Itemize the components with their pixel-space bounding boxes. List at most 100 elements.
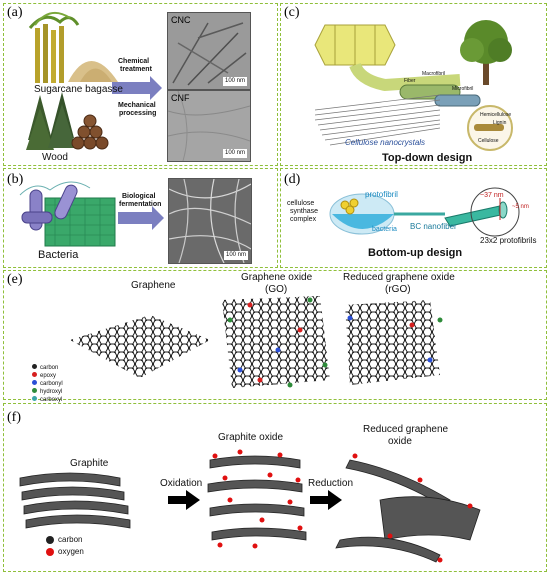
- legend-dot: [32, 372, 37, 377]
- legend-f-carbon: carbon: [58, 535, 83, 544]
- graphite-stack: [19, 472, 131, 529]
- bacteria-label: Bacteria: [38, 249, 79, 261]
- panel-c-label: (c): [284, 5, 300, 20]
- rgo-f-title-2: oxide: [388, 436, 412, 447]
- cellulose-label: Cellulose: [478, 138, 499, 144]
- biological-label: Biological: [122, 193, 156, 200]
- panel-f-label: (f): [7, 410, 21, 425]
- rgo-sheets: [335, 459, 481, 563]
- nanofiber-icon: [444, 201, 508, 227]
- rgo-f-title: Reduced graphene: [363, 424, 449, 435]
- legend-dot: [32, 380, 37, 385]
- honeycomb-icon: [314, 24, 396, 66]
- lignin-label: Lignin: [493, 120, 507, 126]
- panel-d: [280, 168, 547, 268]
- rgo-title-2: (rGO): [385, 284, 411, 295]
- synthase-complex-label-1: cellulose: [287, 200, 315, 207]
- go-title-2: (GO): [265, 284, 288, 295]
- size-label-2: ~5 nm: [512, 204, 529, 210]
- graphene-title: Graphene: [131, 280, 176, 291]
- cnc-micrograph: CNC 100 nm: [167, 12, 251, 90]
- graphene-sheet: [70, 315, 210, 378]
- cnf-micrograph: CNF 100 nm: [167, 90, 251, 162]
- cnc-scale: 100 nm: [222, 77, 247, 86]
- legend-text: carbon: [40, 365, 59, 371]
- rgo-title: Reduced graphene oxide: [343, 272, 455, 283]
- bc-micrograph: BC 100 nm: [168, 178, 252, 264]
- oxidation-arrow: [168, 490, 200, 510]
- panel-b: [3, 168, 278, 268]
- legend-text: carboxyl: [40, 397, 63, 403]
- microfibril-label: Microfibril: [452, 86, 474, 92]
- legend-dot: [32, 364, 37, 369]
- cnc-label: CNC: [171, 15, 191, 25]
- legend-f-oxygen: oxygen: [58, 547, 84, 556]
- synthase-complex-label-2: synthase: [290, 208, 319, 215]
- panel-e-label: (e): [7, 272, 23, 287]
- legend-e-hydroxyl: hydroxyl: [32, 388, 63, 396]
- bacterium-cell-icon: [329, 193, 395, 235]
- chemical-label: Chemical: [118, 58, 150, 65]
- bacteria-icon: [19, 181, 116, 247]
- top-down-caption: Top-down design: [382, 152, 473, 164]
- legend-text: carbonyl: [40, 381, 63, 387]
- panel-a-label: (a): [7, 5, 23, 20]
- oxygen-atoms-rgo: [352, 453, 473, 563]
- legend-dot: [32, 388, 37, 393]
- bc-nanofiber-label: BC nanofiber: [410, 222, 457, 231]
- legend-f-oxygen-dot: [46, 548, 54, 556]
- protofibril-label: protofibril: [365, 190, 398, 199]
- wood-trees-icon: [26, 92, 76, 150]
- panel-b-label: (b): [7, 172, 24, 187]
- legend-e-epoxy: epoxy: [32, 372, 63, 380]
- graphite-title: Graphite: [70, 458, 109, 469]
- oxidation-label: Oxidation: [160, 478, 203, 489]
- processing-label: processing: [119, 110, 157, 117]
- legend-e-carbonyl: carbonyl: [32, 380, 63, 388]
- panel-d-label: (d): [284, 172, 301, 187]
- panel-e: [3, 270, 547, 400]
- legend-dot: [32, 396, 37, 401]
- cnf-scale: 100 nm: [222, 149, 247, 158]
- bc-scale: 100 nm: [223, 251, 248, 260]
- panel-b-arrow: [118, 206, 164, 230]
- reduced-graphene-oxide-sheet: [345, 300, 443, 385]
- bagasse-pile-icon: [68, 61, 118, 82]
- tree-icon: [460, 20, 512, 85]
- panel-e-legend: carbon epoxy carbonyl hydroxyl carboxyl: [32, 364, 63, 404]
- go-title: Graphene oxide: [241, 272, 313, 283]
- graphite-oxide-stack: [207, 455, 307, 541]
- panel-a: [3, 3, 278, 166]
- legend-text: hydroxyl: [40, 389, 63, 395]
- fiber-label: Fiber: [404, 78, 416, 84]
- nanocrystals-label: Cellulose nanocrystals: [345, 138, 426, 147]
- cnf-label: CNF: [171, 93, 190, 103]
- logs-icon: [71, 114, 109, 150]
- graphite-oxide-title: Graphite oxide: [218, 432, 284, 443]
- legend-e-carbon: carbon: [32, 364, 63, 372]
- sugarcane-label: Sugarcane bagasse: [34, 84, 123, 95]
- bacteria-label-d: bacteria: [372, 226, 397, 233]
- nanocrystal-bundle-icon: [314, 94, 441, 146]
- sugarcane-icon: [28, 11, 80, 83]
- oxygen-atoms-go: [212, 449, 303, 549]
- panel-f: [3, 403, 547, 572]
- synthase-complex-label-3: complex: [290, 216, 317, 223]
- size-label: ~37 nm: [480, 192, 504, 199]
- macrofibril-label: Macrofibril: [422, 71, 446, 77]
- mechanical-label: Mechanical: [118, 102, 156, 109]
- panel-c: [280, 3, 547, 166]
- bottom-up-caption: Bottom-up design: [368, 247, 463, 259]
- panel-a-arrow: [112, 76, 162, 100]
- legend-text: epoxy: [40, 373, 57, 379]
- wood-label: Wood: [42, 152, 68, 163]
- reduction-arrow: [310, 490, 342, 510]
- graphene-oxide-sheet: [222, 296, 330, 388]
- hemicellulose-label: Hemicellulose: [480, 112, 512, 118]
